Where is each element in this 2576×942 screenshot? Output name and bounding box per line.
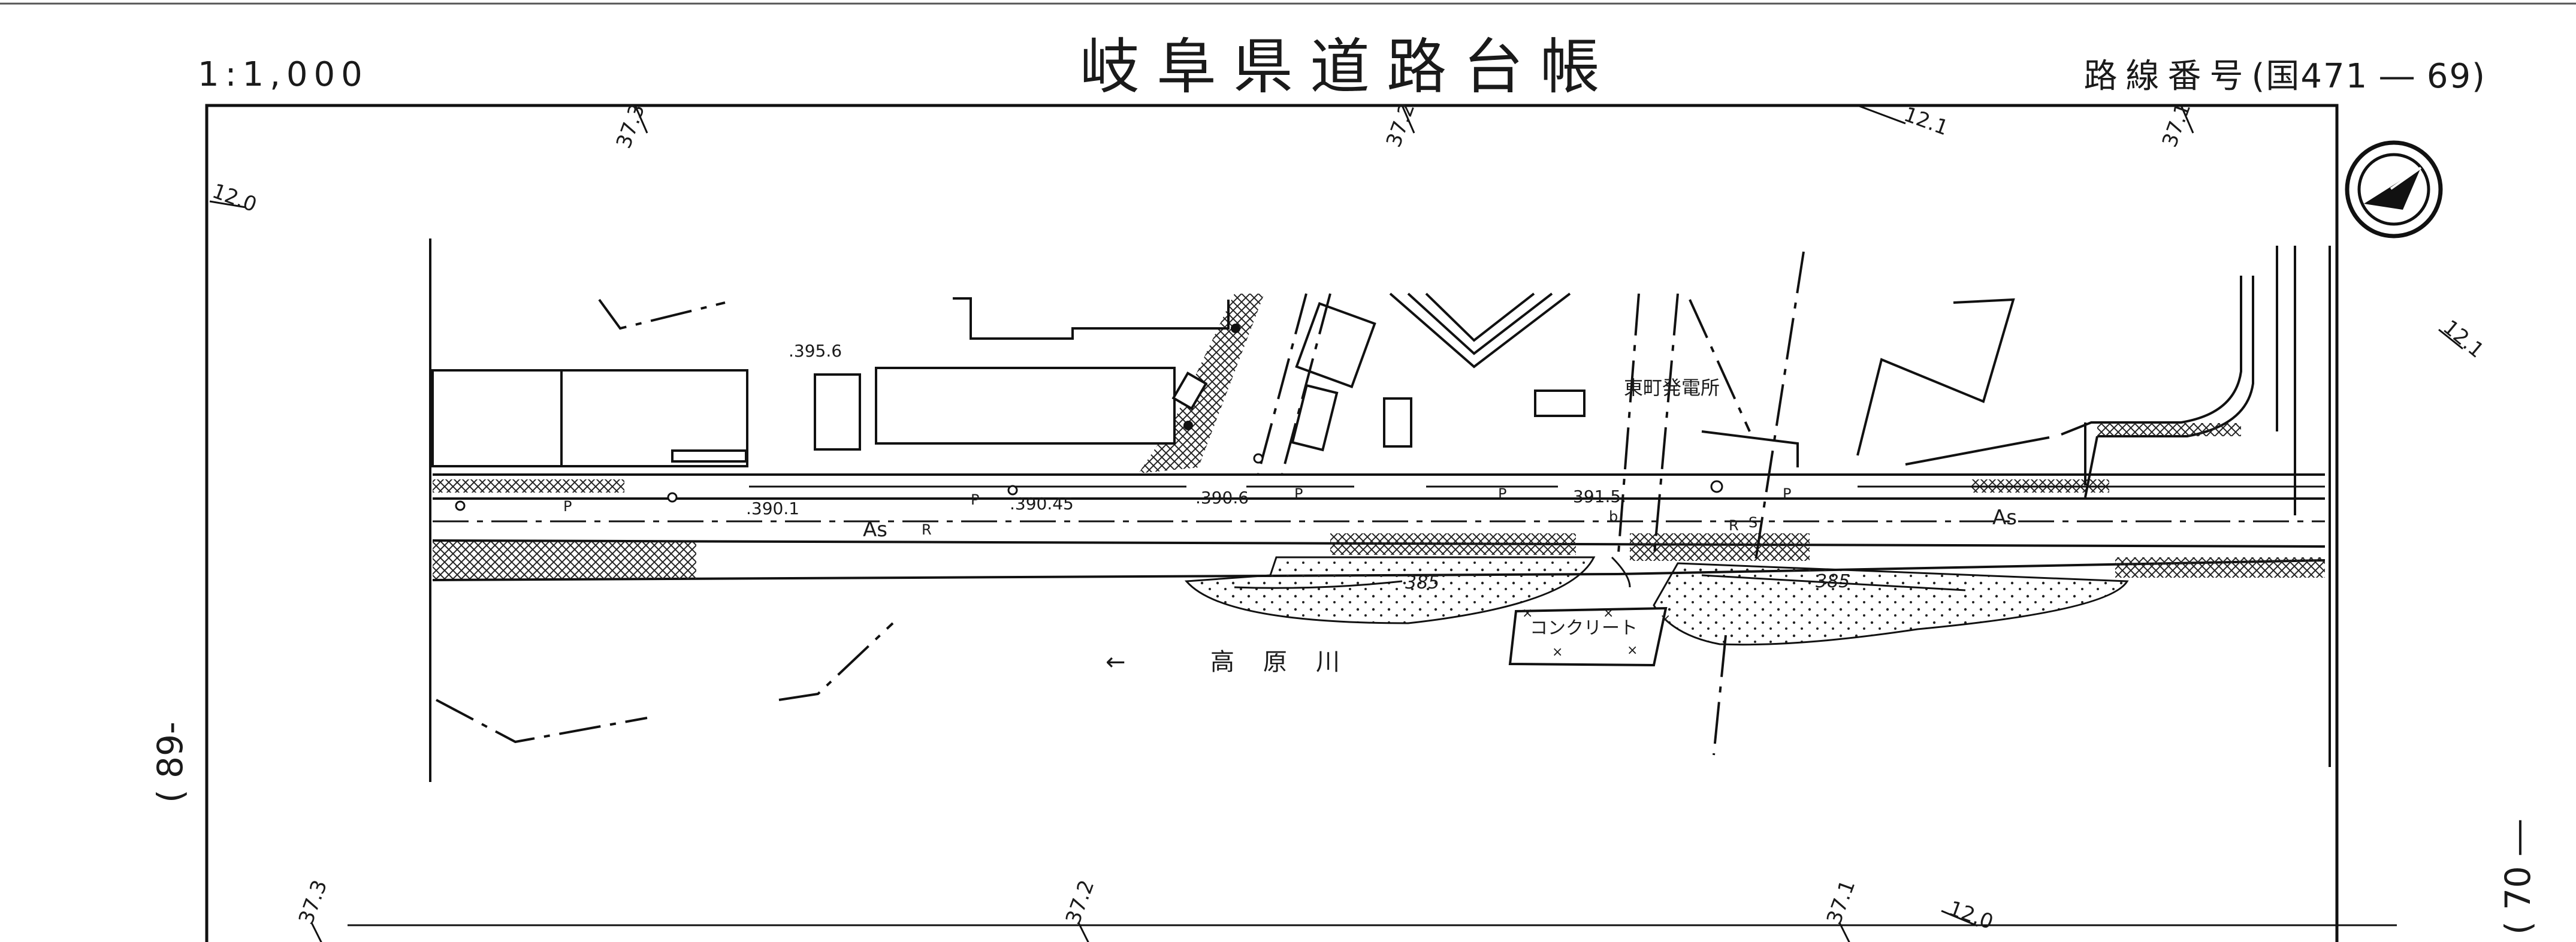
utility-pole-icon — [1231, 324, 1240, 333]
symbol-r: R — [922, 521, 932, 538]
grid-tick-bottom-2: 37.2 — [1061, 877, 1099, 928]
svg-text:×: × — [1552, 645, 1563, 660]
concrete-pad: コンクリート × × × × × — [1508, 606, 1671, 667]
symbol-p: P — [971, 491, 979, 508]
river-arrow-icon: ← — [1106, 648, 1126, 676]
concrete-label: コンクリート — [1530, 618, 1638, 639]
symbol-s: S — [1748, 514, 1757, 531]
map-frame — [205, 104, 2339, 942]
manhole-icon — [1710, 480, 1723, 493]
contour-lines — [1234, 574, 1966, 591]
utility-pole-icon — [1183, 421, 1193, 430]
grid-tick-bottom-1: 37.3 — [294, 877, 332, 928]
stair-hatch — [2097, 423, 2241, 436]
route-number-value: 国471 ― 69 — [2266, 57, 2472, 96]
buildings — [431, 302, 1586, 467]
route-number-block: 路線番号(国471 ― 69) — [2084, 49, 2486, 98]
symbol-r: R — [1729, 517, 1739, 534]
svg-text:×: × — [1660, 612, 1671, 627]
map-scale: 1:1,000 — [198, 55, 369, 94]
route-number-label: 路線番号 — [2083, 57, 2252, 96]
grid-tick-top-3: 12.1 — [1901, 102, 1952, 140]
riverbed — [1184, 556, 2129, 646]
svg-text:×: × — [1627, 643, 1638, 658]
grid-tick-top-2: 37.2 — [1382, 99, 1420, 150]
svg-text:×: × — [1603, 606, 1614, 621]
frame-ticks — [209, 104, 2463, 942]
route-paren-open: ( — [2251, 57, 2266, 96]
property-boundaries — [436, 251, 1805, 756]
elevation-label-4: .390.6 — [1195, 488, 1249, 508]
contour-label-2: 385 — [1816, 571, 1850, 592]
route-paren-close: ) — [2472, 57, 2486, 96]
contour-label-1: 385 — [1405, 572, 1439, 593]
symbol-b: b — [1609, 508, 1618, 525]
manhole-icon — [667, 492, 678, 503]
pavement-label-right: As — [1992, 506, 2017, 530]
grid-tick-left-1: 12.0 — [209, 179, 260, 217]
elevation-label-3: .390.45 — [1010, 494, 1074, 514]
elevation-label-2: .390.1 — [746, 499, 799, 518]
grid-tick-bottom-4: 12.0 — [1946, 896, 1997, 934]
symbol-p: P — [1783, 485, 1791, 502]
power-station-label: 東町発電所 — [1624, 376, 1720, 399]
document-title: 岐阜県道路台帳 — [1080, 32, 1617, 102]
stair-structure — [1701, 246, 2296, 515]
svg-text:×: × — [1522, 606, 1533, 621]
river-label: 高原川 — [1210, 648, 1369, 676]
elevation-label-1: .395.6 — [789, 341, 842, 361]
symbol-p: P — [1294, 485, 1303, 502]
manhole-icon — [455, 500, 466, 511]
manhole-icon — [1253, 453, 1264, 464]
manhole-icon — [1007, 485, 1018, 496]
pavement-label-left: As — [863, 518, 887, 542]
elevation-label-5: 391.5. — [1573, 487, 1626, 506]
grid-tick-bottom-3: 37.1 — [1822, 877, 1860, 928]
grid-tick-right-1: 12.1 — [2438, 315, 2489, 363]
survey-boundary — [429, 238, 2331, 782]
symbol-p: P — [1498, 485, 1506, 502]
north-arrow-icon — [2345, 140, 2443, 238]
symbol-p: P — [563, 498, 572, 515]
